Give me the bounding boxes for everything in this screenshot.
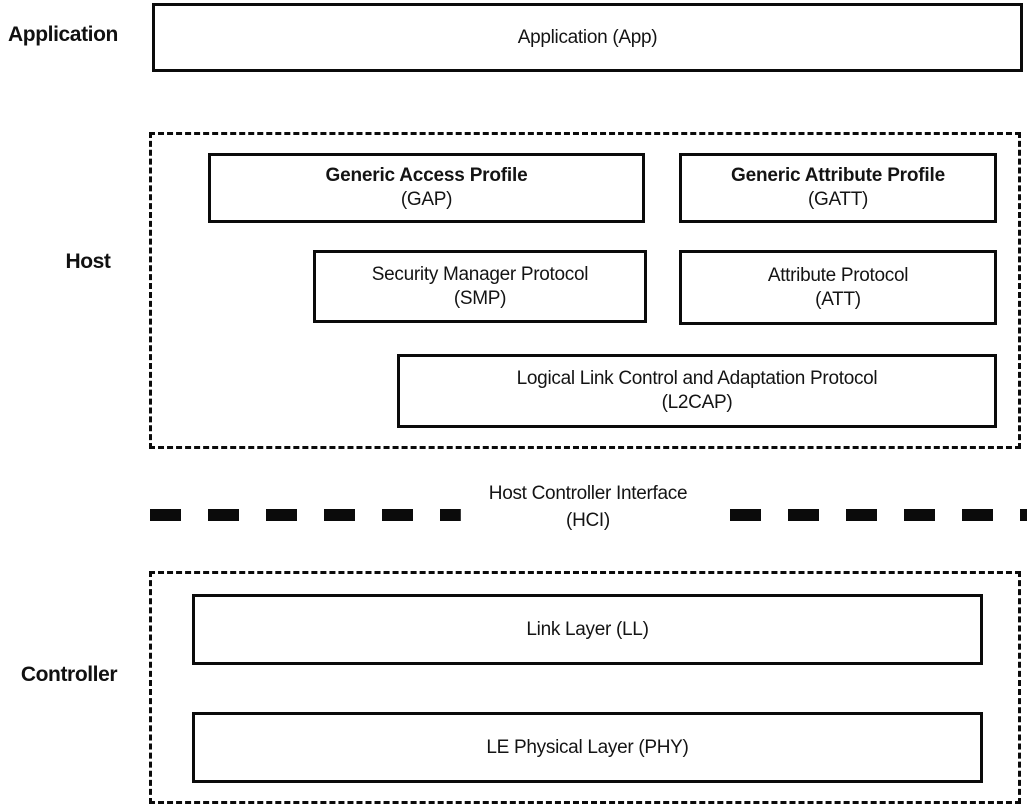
controller-region-dashed-border (149, 571, 1021, 804)
smp-box-title: Security Manager Protocol (371, 263, 589, 285)
phy-box-title: LE Physical Layer (PHY) (486, 736, 689, 758)
application-layer-label: Application (8, 23, 118, 46)
att-box-abbr: (ATT) (815, 288, 861, 310)
hci-label: Host Controller Interface (HCI) (460, 480, 716, 534)
controller-layer-label: Controller (20, 663, 118, 686)
l2cap-box-abbr: (L2CAP) (661, 392, 733, 413)
gap-box-title: Generic Access Profile (325, 165, 528, 186)
att-box-title: Attribute Protocol (767, 264, 909, 286)
hci-label-title: Host Controller Interface (488, 483, 688, 504)
link-layer-box: Link Layer (LL) (192, 594, 983, 665)
gatt-box-abbr: (GATT) (807, 189, 869, 210)
host-region-dashed-border (149, 132, 1021, 449)
smp-box-abbr: (SMP) (453, 287, 507, 309)
gatt-box-title: Generic Attribute Profile (731, 165, 945, 186)
l2cap-box-title: Logical Link Control and Adaptation Prot… (516, 368, 878, 389)
link-layer-box-title: Link Layer (LL) (526, 618, 649, 640)
application-box-title: Application (App) (517, 26, 658, 48)
host-layer-label: Host (65, 250, 111, 273)
application-box: Application (App) (152, 3, 1023, 72)
att-box: Attribute Protocol (ATT) (679, 250, 997, 325)
phy-box: LE Physical Layer (PHY) (192, 712, 983, 783)
hci-label-abbr: (HCI) (566, 510, 610, 531)
gatt-box: Generic Attribute Profile (GATT) (679, 153, 997, 223)
l2cap-box: Logical Link Control and Adaptation Prot… (397, 354, 997, 428)
gap-box: Generic Access Profile (GAP) (208, 153, 645, 223)
smp-box: Security Manager Protocol (SMP) (313, 250, 647, 323)
gap-box-abbr: (GAP) (400, 189, 453, 210)
